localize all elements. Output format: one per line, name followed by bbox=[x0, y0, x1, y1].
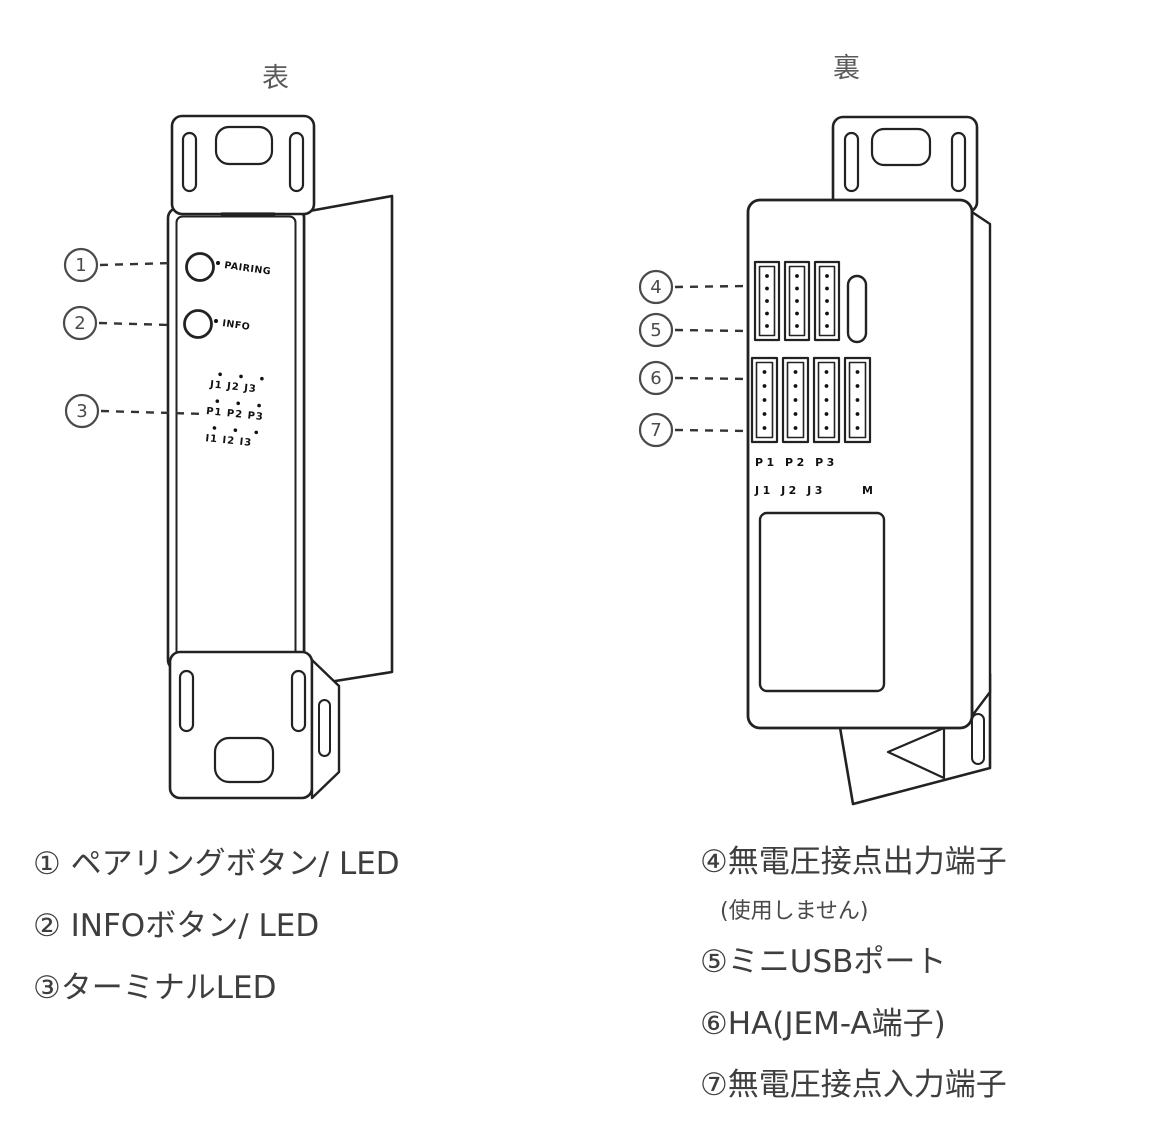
callout-5-badge bbox=[638, 312, 674, 348]
mini-usb-port bbox=[846, 274, 868, 344]
front-legend: ① ペアリングボタン/ LED ② INFOボタン/ LED ③ターミナルLED bbox=[33, 845, 593, 1030]
legend-item-7: ⑦無電圧接点入力端子 bbox=[700, 1067, 1007, 1104]
legend-item-1: ① ペアリングボタン/ LED bbox=[33, 846, 400, 882]
front-device-side-face bbox=[302, 194, 394, 688]
mounting-bracket-top bbox=[170, 114, 316, 216]
callout-5-number: 5 bbox=[650, 320, 661, 341]
screw-slot-icon bbox=[971, 713, 985, 765]
callout-7-line bbox=[674, 428, 751, 433]
info-button bbox=[183, 309, 218, 339]
bracket-triangle-hole bbox=[886, 726, 946, 780]
terminal-label-m: M bbox=[862, 484, 873, 497]
callout-6-number: 6 bbox=[650, 368, 661, 389]
callout-2-line bbox=[98, 321, 172, 327]
front-device-illustration: PAIRING INFO J1 J2 J3 P1 P2 P3 I1 I2 I3 bbox=[62, 114, 394, 800]
callout-1-badge bbox=[63, 247, 99, 283]
bracket-center-hole bbox=[214, 125, 274, 166]
screw-slot-icon bbox=[288, 131, 305, 193]
screw-slot-icon bbox=[950, 131, 967, 193]
callout-2-number: 2 bbox=[74, 313, 85, 334]
legend-item-4-note: (使用しません) bbox=[720, 898, 869, 924]
mounting-bracket-top bbox=[831, 115, 979, 214]
callout-3-badge bbox=[64, 393, 100, 429]
bracket-center-hole bbox=[213, 736, 275, 784]
legend-item-5: ⑤ミニUSBポート bbox=[700, 943, 947, 980]
callout-6-line bbox=[674, 376, 751, 381]
screw-slot-icon bbox=[178, 669, 195, 733]
legend-item-2: ② INFOボタン/ LED bbox=[33, 907, 320, 944]
callout-1-number: 1 bbox=[75, 255, 86, 276]
led-row-1-label: J1 J2 J3 bbox=[208, 379, 257, 395]
legend-item-6: ⑥HA(JEM-A端子) bbox=[700, 1005, 946, 1042]
screw-slot-icon bbox=[318, 699, 331, 757]
callout-6-badge bbox=[638, 360, 674, 396]
callout-4-number: 4 bbox=[650, 277, 661, 298]
input-terminal-block bbox=[750, 356, 872, 444]
callout-7-badge bbox=[638, 412, 674, 448]
back-device-illustration: P1 P2 P3 J1 J2 J3 M 4 5 6 7 bbox=[638, 115, 992, 806]
front-view-label: 表 bbox=[262, 63, 289, 94]
back-view-label: 裏 bbox=[833, 53, 860, 84]
terminal-labels-row1: P1 P2 P3 bbox=[755, 456, 838, 469]
callout-2-badge bbox=[62, 305, 98, 341]
output-terminal-block bbox=[753, 260, 841, 342]
callout-4-line bbox=[674, 284, 747, 289]
mounting-bracket-bottom bbox=[168, 650, 341, 800]
legend-item-4: ④無電圧接点出力端子 bbox=[700, 844, 1007, 880]
terminal-labels-row2: J1 J2 J3 bbox=[754, 484, 826, 497]
info-button-label: INFO bbox=[222, 318, 251, 333]
back-device-side-face bbox=[970, 210, 992, 718]
bracket-center-hole bbox=[870, 127, 932, 167]
legend-item-3: ③ターミナルLED bbox=[33, 969, 277, 1006]
led-row-3-label: I1 I2 I3 bbox=[205, 433, 253, 449]
callout-4-badge bbox=[638, 269, 674, 305]
screw-slot-icon bbox=[843, 131, 860, 193]
pairing-button bbox=[185, 252, 220, 282]
callout-3-line bbox=[100, 409, 207, 416]
callout-5-line bbox=[674, 328, 747, 333]
callout-7-number: 7 bbox=[650, 420, 661, 441]
back-legend: ④無電圧接点出力端子 (使用しません) ⑤ミニUSBポート ⑥HA(JEM-A端… bbox=[700, 843, 1150, 1128]
callout-3-number: 3 bbox=[76, 401, 87, 422]
screw-slot-icon bbox=[290, 669, 307, 733]
screw-slot-icon bbox=[181, 131, 198, 193]
callout-1-line bbox=[99, 261, 174, 267]
label-area bbox=[758, 511, 886, 693]
